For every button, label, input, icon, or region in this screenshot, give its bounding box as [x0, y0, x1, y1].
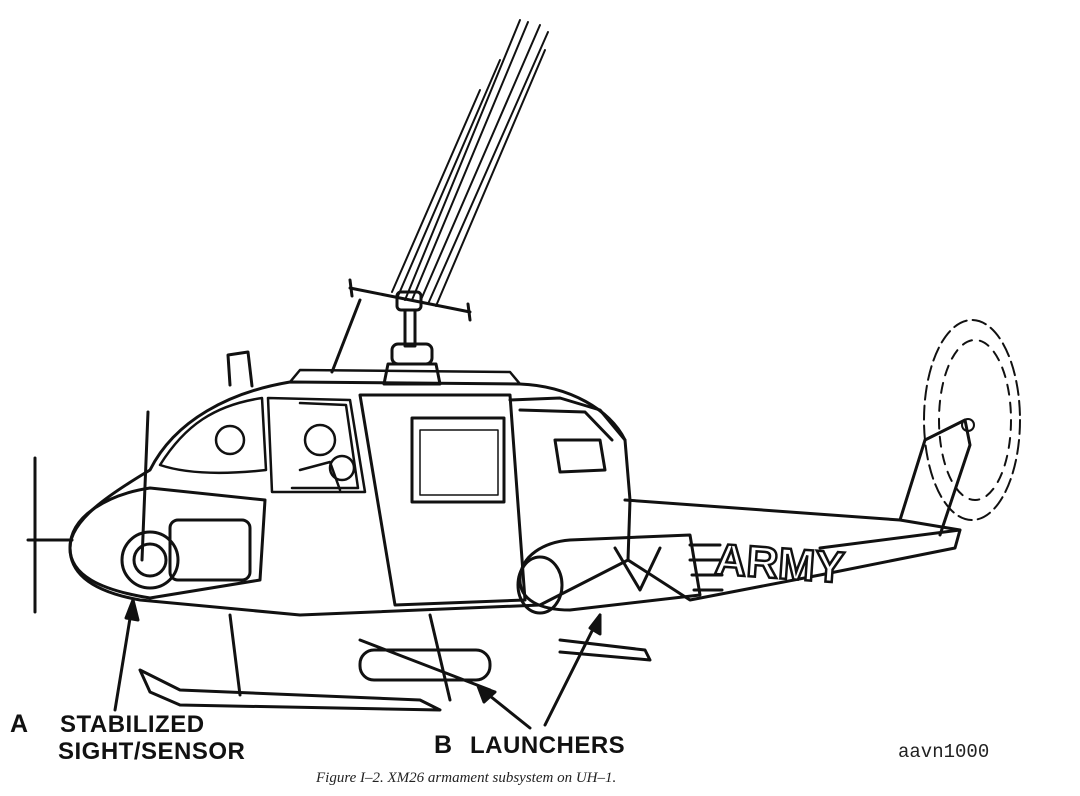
fuselage-marking: ARMY: [713, 535, 846, 593]
rotor-hub: [330, 290, 442, 386]
cargo-door: [358, 393, 527, 607]
label-a-line1: STABILIZED: [60, 711, 205, 738]
drawing-code: aavn1000: [898, 741, 990, 763]
stabilizer-bar: [348, 278, 472, 322]
stabilized-sight-sensor: [26, 410, 267, 614]
label-a-letter: A: [10, 710, 29, 738]
cockpit-windows: [158, 396, 367, 494]
label-b-letter: B: [434, 731, 453, 759]
label-a-line2: SIGHT/SENSOR: [58, 738, 246, 765]
tail-rotor: [923, 319, 1021, 521]
landing-skids: [138, 613, 652, 712]
figure-caption: Figure I–2. XM26 armament subsystem on U…: [316, 770, 617, 786]
main-rotor-blade: [391, 19, 549, 307]
launcher-pod: [516, 533, 724, 615]
label-b-text: LAUNCHERS: [470, 732, 626, 759]
leader-arrows: [113, 598, 602, 730]
